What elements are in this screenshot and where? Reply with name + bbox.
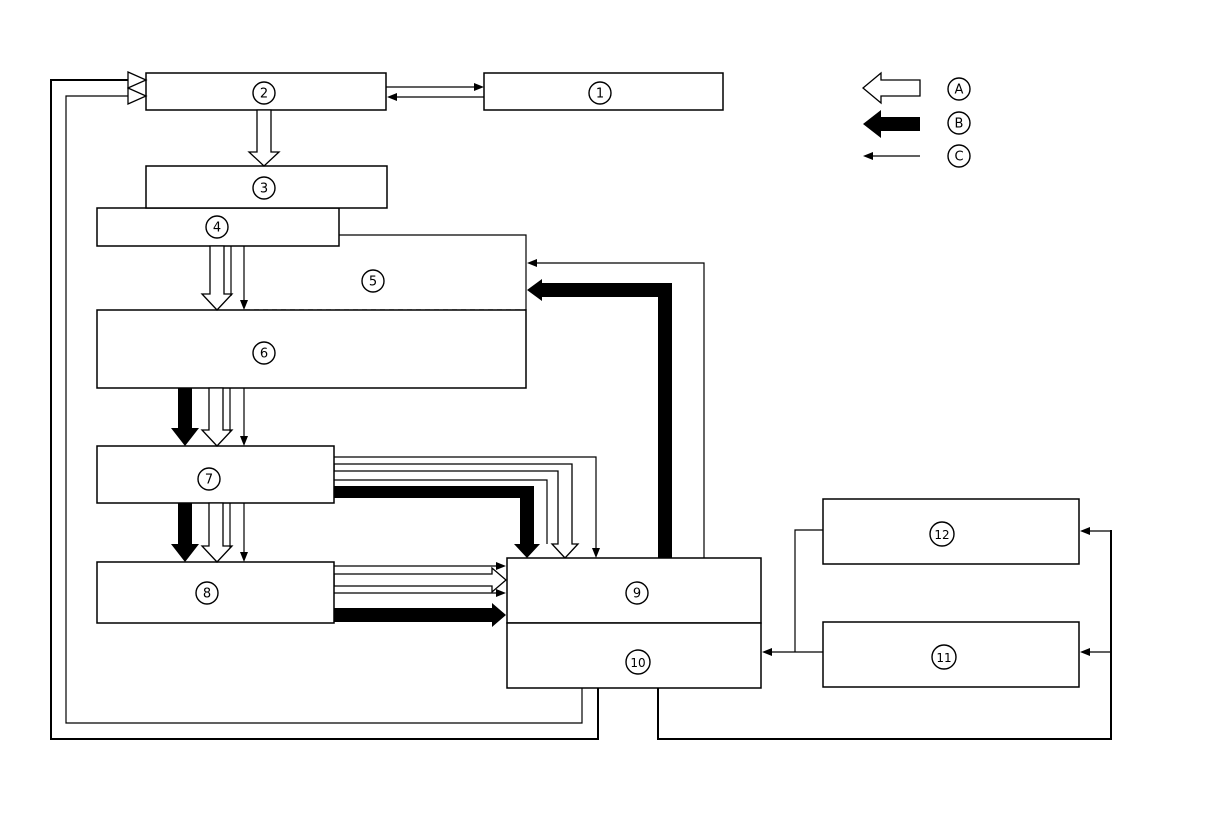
solid-arrow-6-to-7 — [171, 388, 199, 446]
badge-9: 9 — [625, 581, 649, 605]
legend-solid-arrow-icon — [863, 110, 920, 138]
badge-6: 6 — [252, 341, 276, 365]
wire-7-to-9-thin-b — [334, 479, 548, 544]
hollow-arrow-4-to-6 — [200, 245, 234, 311]
badge-7: 7 — [197, 467, 221, 491]
wire-10-to-2-outer — [50, 79, 599, 740]
arrowhead-into-11 — [1080, 648, 1090, 656]
wire-12-to-10 — [794, 529, 823, 652]
solid-arrow-7-to-8 — [171, 503, 199, 562]
solid-arrow-7-to-9 — [334, 486, 540, 558]
solid-arrow-9-to-5 — [527, 279, 672, 558]
badge-1: 1 — [588, 81, 612, 105]
box-6 — [96, 309, 527, 389]
arrowhead-4-to-6 — [240, 300, 248, 310]
badge-2: 2 — [252, 81, 276, 105]
badge-5: 5 — [361, 269, 385, 293]
legend-badge-a: A — [947, 77, 971, 101]
svg-text:B: B — [955, 117, 964, 132]
arrowhead-into-1 — [474, 83, 484, 91]
badge-12: 12 — [929, 521, 955, 547]
wire-7-to-9-thin — [334, 456, 597, 550]
legend-badge-b: B — [947, 111, 971, 135]
arrowhead-7-to-8 — [240, 552, 248, 562]
hollow-arrow-2-to-3 — [247, 109, 281, 167]
box-5 — [97, 235, 526, 310]
hollow-arrow-7-to-8 — [200, 502, 234, 563]
legend-badge-c: C — [947, 144, 971, 168]
wire-9-to-5-thin — [536, 262, 705, 558]
hollow-arrow-7-to-9 — [333, 463, 580, 559]
hollow-arrowhead-into-2-low — [127, 86, 148, 106]
arrowhead-into-2 — [387, 93, 397, 101]
svg-text:3: 3 — [260, 182, 268, 197]
legend: A B C — [861, 71, 971, 168]
badge-4: 4 — [205, 215, 229, 239]
legend-line-arrow-icon — [863, 152, 873, 160]
solid-arrow-8-to-9 — [334, 603, 506, 627]
svg-text:1: 1 — [596, 87, 604, 102]
wire-10-to-11-12 — [657, 530, 1112, 740]
svg-text:4: 4 — [213, 221, 221, 236]
svg-text:8: 8 — [203, 587, 211, 602]
arrowhead-9-to-5-thin — [527, 259, 537, 267]
svg-text:10: 10 — [630, 656, 645, 670]
svg-text:9: 9 — [633, 587, 641, 602]
svg-text:5: 5 — [369, 275, 377, 290]
svg-text:12: 12 — [934, 528, 949, 542]
arrowhead-6-to-7 — [240, 436, 248, 446]
svg-text:11: 11 — [936, 651, 951, 665]
arrowhead-7-to-9-thin — [592, 548, 600, 558]
arrowhead-8-to-9-thin — [496, 562, 506, 570]
badge-8: 8 — [195, 581, 219, 605]
arrowhead-into-12 — [1080, 527, 1090, 535]
badge-11: 11 — [931, 644, 957, 670]
hollow-arrow-8-to-9 — [333, 566, 507, 594]
wire-10-to-2-inner — [65, 95, 583, 724]
svg-text:C: C — [954, 150, 963, 165]
hollow-arrow-6-to-7 — [200, 387, 234, 447]
arrowhead-into-10 — [762, 648, 772, 656]
badge-10: 10 — [625, 649, 651, 675]
svg-text:2: 2 — [260, 87, 268, 102]
arrowhead-8-to-9-thin-b — [496, 589, 506, 597]
legend-hollow-arrow-icon — [861, 71, 921, 105]
hollow-arrowhead-into-2-top — [127, 70, 148, 90]
svg-text:A: A — [955, 83, 964, 98]
svg-text:6: 6 — [260, 347, 268, 362]
badge-3: 3 — [252, 176, 276, 200]
svg-text:7: 7 — [205, 473, 213, 488]
